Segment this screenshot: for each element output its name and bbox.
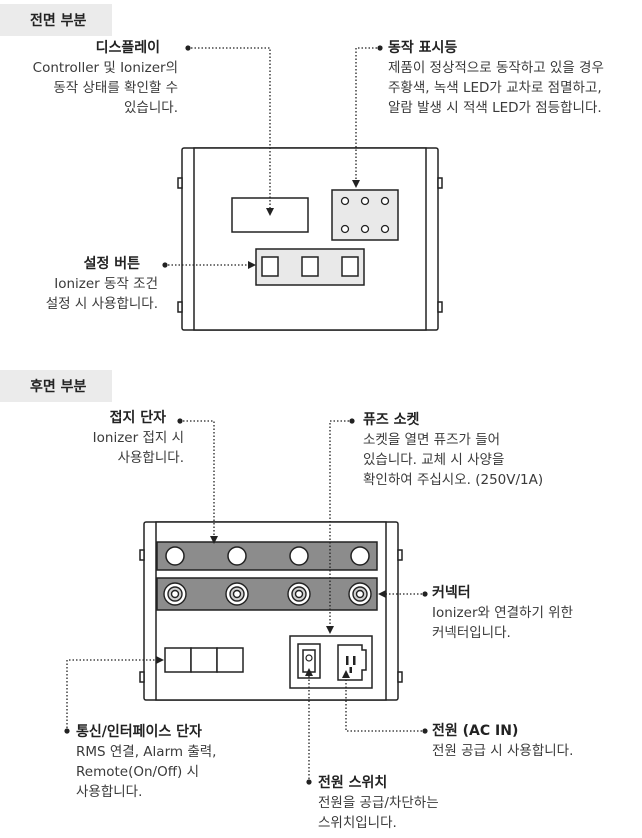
- connector-title: 커넥터: [432, 585, 471, 601]
- rear-side-screw: [139, 671, 145, 683]
- power-switch[interactable]: [297, 643, 321, 679]
- display-label: 디스플레이 Controller 및 Ionizer의 동작 상태를 확인할 수…: [33, 38, 178, 118]
- comm-desc-2: Remote(On/Off) 시: [76, 764, 199, 780]
- connector-panel: [156, 577, 378, 611]
- power-switch-label: 전원 스위치 전원을 공급/차단하는 스위치입니다.: [304, 773, 439, 833]
- power-switch-desc-1: 전원을 공급/차단하는: [318, 795, 439, 811]
- setting-buttons-label: 설정 버튼 Ionizer 동작 조건 설정 시 사용합니다.: [46, 254, 158, 314]
- ac-inlet[interactable]: [337, 644, 367, 681]
- comm-desc-3: 사용합니다.: [76, 784, 143, 800]
- connector-port[interactable]: [287, 582, 311, 606]
- display-desc-1: Controller 및 Ionizer의: [32, 60, 178, 76]
- ground-terminals: [165, 546, 370, 566]
- ground-desc-1: Ionizer 접지 시: [92, 430, 184, 446]
- front-side-screw: [437, 301, 443, 313]
- comm-interface-terminal[interactable]: [164, 647, 244, 673]
- ground-label: 접지 단자 Ionizer 접지 시 사용합니다.: [93, 408, 184, 468]
- comm-label: 통신/인터페이스 단자 RMS 연결, Alarm 출력, Remote(On/…: [62, 722, 216, 802]
- power-in-title: 전원 (AC IN): [432, 723, 519, 739]
- status-led-label: 동작 표시등 제품이 정상적으로 동작하고 있을 경우 주황색, 녹색 LED가…: [372, 38, 604, 118]
- display-desc-2: 동작 상태를 확인할 수: [53, 80, 178, 96]
- front-section-title: 전면 부분: [0, 4, 112, 36]
- fuse-label: 퓨즈 소켓 소켓을 열면 퓨즈가 들어 있습니다. 교체 시 사양을 확인하여 …: [333, 410, 543, 490]
- rear-side-screw: [397, 549, 403, 561]
- fuse-desc-2: 있습니다. 교체 시 사양을: [363, 452, 505, 468]
- front-side-screw: [437, 177, 443, 189]
- comm-title: 통신/인터페이스 단자: [76, 724, 202, 740]
- ground-title: 접지 단자: [109, 410, 166, 426]
- fuse-desc-1: 소켓을 열면 퓨즈가 들어: [363, 432, 501, 448]
- status-led-lamps: [340, 196, 390, 234]
- rear-section-title: 후면 부분: [0, 370, 112, 402]
- rear-side-screw: [397, 671, 403, 683]
- front-side-screw: [177, 301, 183, 313]
- connector-port[interactable]: [348, 582, 372, 606]
- setting-buttons-title: 설정 버튼: [83, 256, 140, 272]
- front-leaders: [162, 45, 383, 269]
- power-in-label: 전원 (AC IN) 전원 공급 시 사용합니다.: [432, 721, 573, 761]
- setting-buttons-desc-2: 설정 시 사용합니다.: [45, 296, 158, 312]
- connector-label: 커넥터 Ionizer와 연결하기 위한 커넥터입니다.: [432, 583, 573, 643]
- status-led-desc-3: 알람 발생 시 적색 LED가 점등합니다.: [388, 100, 602, 116]
- connector-port[interactable]: [163, 582, 187, 606]
- display-desc-3: 있습니다.: [124, 100, 178, 116]
- setting-button[interactable]: [261, 256, 279, 277]
- rear-leaders: [64, 418, 428, 785]
- display-title: 디스플레이: [95, 40, 160, 56]
- setting-button[interactable]: [341, 256, 359, 277]
- power-switch-title: 전원 스위치: [318, 775, 388, 791]
- status-led-desc-1: 제품이 정상적으로 동작하고 있을 경우: [388, 60, 604, 76]
- connectors: [163, 582, 372, 606]
- ground-desc-2: 사용합니다.: [117, 450, 184, 466]
- front-device: [177, 147, 443, 331]
- fuse-desc-3: 확인하여 주십시오. (250V/1A): [363, 472, 544, 488]
- comm-desc-1: RMS 연결, Alarm 출력,: [76, 744, 217, 760]
- power-in-desc-1: 전원 공급 시 사용합니다.: [432, 743, 574, 759]
- status-led-desc-2: 주황색, 녹색 LED가 교차로 점멸하고,: [388, 80, 602, 96]
- rear-side-screw: [139, 549, 145, 561]
- setting-button[interactable]: [301, 256, 319, 277]
- rear-device: [139, 521, 403, 701]
- fuse-title: 퓨즈 소켓: [363, 412, 420, 428]
- connector-desc-1: Ionizer와 연결하기 위한: [432, 605, 574, 621]
- setting-buttons-desc-1: Ionizer 동작 조건: [54, 276, 158, 292]
- connector-desc-2: 커넥터입니다.: [432, 625, 511, 641]
- status-led-title: 동작 표시등: [388, 40, 458, 56]
- ground-terminal-panel: [156, 541, 378, 571]
- power-switch-desc-2: 스위치입니다.: [318, 815, 397, 831]
- front-side-screw: [177, 177, 183, 189]
- connector-port[interactable]: [225, 582, 249, 606]
